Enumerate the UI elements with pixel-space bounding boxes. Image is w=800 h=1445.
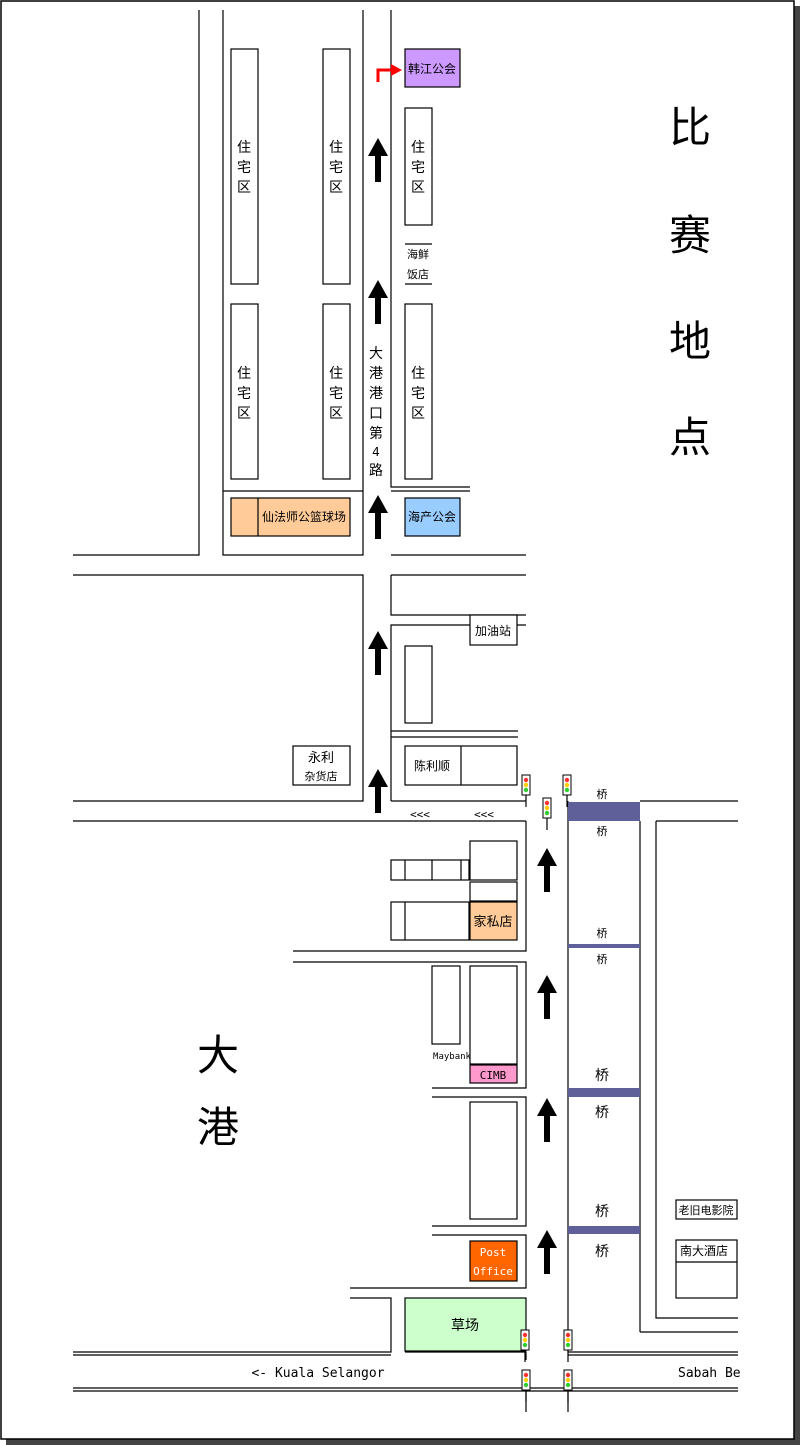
residential-label: 住 [237,366,251,382]
road-name-char: 路 [369,463,383,479]
residential-label: 宅 [329,160,343,176]
residential-block[interactable] [404,107,433,226]
residential-label: 宅 [237,386,251,402]
shop-row[interactable] [390,901,470,941]
shop-unit[interactable] [469,840,518,881]
road-name-char: 大 [369,346,383,362]
westbound-arrows: <<< [410,808,430,821]
bridge-label: 桥 [595,1068,609,1084]
residential-label: 住 [329,140,343,156]
post-office-label-2: Office [473,1265,513,1278]
residential-block[interactable] [322,303,351,480]
sabah-label: Sabah Be [678,1366,741,1381]
residential-block[interactable] [322,48,351,285]
residential-label: 区 [411,406,425,422]
basketball-court[interactable] [230,497,351,537]
red-turn-arrow-icon [376,68,392,82]
bridge-bar [568,944,640,948]
furniture-shop[interactable] [469,901,518,941]
residential-block[interactable] [230,303,259,480]
han-jiang-building[interactable] [404,48,461,88]
court-label: 仙法师公篮球场 [262,509,346,524]
maybank-building[interactable] [431,965,461,1045]
residential-label: 区 [237,406,251,422]
shop-unit[interactable] [469,1101,518,1220]
bridge-label: 桥 [595,1244,609,1260]
old-cinema[interactable] [675,1199,738,1220]
bridge-label: 桥 [597,927,608,940]
bridge-label: 桥 [595,1204,609,1220]
bridge-label: 桥 [595,1105,609,1121]
hai-chan-label: 海产公会 [408,509,456,524]
residential-block[interactable] [230,48,259,285]
residential-label: 住 [411,140,425,156]
hai-chan-building[interactable] [404,497,461,537]
post-office[interactable] [469,1240,518,1282]
yong-li-shop[interactable] [292,745,351,786]
venue-title-char: 赛 [669,211,711,260]
road-name-char: 第 [369,425,383,442]
grass-field[interactable] [404,1297,527,1352]
road-lines [73,10,738,1412]
town-title-char: 大 [197,1031,239,1080]
town-title-char: 港 [197,1103,239,1152]
bridge-label: 桥 [597,825,608,838]
building-block[interactable] [404,645,433,724]
road-name-char: 港 [369,386,383,402]
petrol-label: 加油站 [475,624,511,638]
kuala-selangor-label: <- Kuala Selangor [251,1366,384,1381]
red-arrowhead-icon [391,64,402,76]
residential-label: 宅 [237,160,251,176]
post-office-label-1: Post [480,1246,507,1259]
road-name-char: 港 [369,366,383,382]
chen-li-shun-label: 陈利顺 [414,758,450,773]
nan-da-hotel[interactable] [675,1239,738,1299]
bridge-label: 桥 [597,788,608,801]
furniture-label: 家私店 [473,914,512,930]
seafood-label-2: 饭店 [407,267,429,281]
venue-title-char: 比 [669,103,711,152]
residential-label: 区 [411,180,425,196]
han-jiang-label: 韩江公会 [408,61,456,76]
venue-title-char: 地 [669,317,711,366]
bridge-bar [568,802,640,821]
petrol-station[interactable] [469,614,518,646]
maybank-label: Maybank [433,1052,472,1062]
seafood-label-1: 海鲜 [407,247,429,261]
old-cinema-label: 老旧电影院 [679,1203,734,1217]
cimb-bank[interactable] [469,1064,518,1084]
venue-title-char: 点 [669,413,711,462]
residential-label: 宅 [411,160,425,176]
bridge-label: 桥 [597,953,608,966]
residential-label: 宅 [329,386,343,402]
residential-blocks [230,48,433,724]
shop-rows [390,840,518,1220]
residential-label: 住 [411,366,425,382]
yong-li-label-1: 永利 [308,751,334,766]
bridge-bar [568,1088,640,1097]
shop-row[interactable] [390,859,470,881]
westbound-arrows: <<< [474,808,494,821]
bridge-bars [568,802,640,1234]
residential-label: 住 [237,140,251,156]
bridge-bar [568,1226,640,1234]
residential-block[interactable] [404,303,433,480]
field-label: 草场 [451,1318,479,1334]
residential-label: 宅 [411,386,425,402]
residential-label: 住 [329,366,343,382]
shop-unit[interactable] [469,881,518,902]
residential-label: 区 [329,406,343,422]
nan-da-hotel-label: 南大酒店 [680,1243,728,1258]
shop-unit[interactable] [469,965,518,1065]
residential-label: 区 [237,180,251,196]
yong-li-label-2: 杂货店 [305,769,338,783]
road-name-char: 4 [372,445,380,459]
road-name-char: 口 [369,406,383,422]
cimb-label: CIMB [480,1069,507,1082]
residential-label: 区 [329,180,343,196]
